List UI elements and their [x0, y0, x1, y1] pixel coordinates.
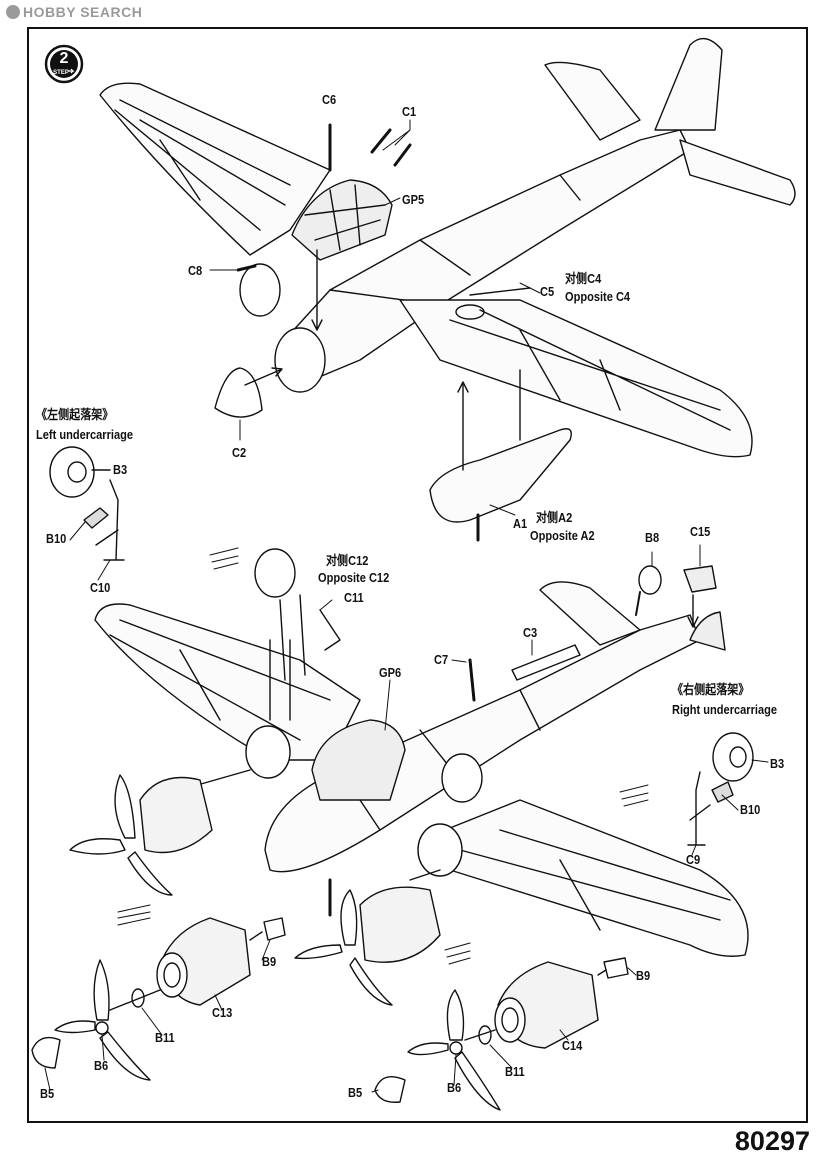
label-c1: C1: [402, 104, 417, 119]
label-c6: C6: [322, 92, 337, 107]
watermark: HOBBY SEARCH: [6, 4, 142, 20]
label-b10-right: B10: [740, 802, 761, 817]
instruction-frame: [27, 27, 808, 1123]
propeller-center-assembled: [294, 886, 441, 1006]
propeller-left-assembled: [69, 774, 213, 896]
label-b8: B8: [645, 530, 660, 545]
svg-text:2: 2: [60, 50, 69, 67]
label-c13: C13: [212, 1005, 233, 1020]
label-c8: C8: [188, 263, 203, 278]
label-c3: C3: [523, 625, 538, 640]
right-undercarriage-parts: [687, 732, 754, 846]
label-c9: C9: [686, 852, 701, 867]
svg-text:STEP: STEP: [53, 70, 69, 76]
label-a2-en: Opposite A2: [530, 528, 595, 543]
hobbysearch-logo-icon: [6, 5, 20, 19]
label-b9-left: B9: [262, 954, 277, 969]
label-c12-en: Opposite C12: [318, 570, 390, 585]
label-a2-cn: 对侧A2: [536, 510, 573, 525]
label-b11-right: B11: [505, 1064, 525, 1079]
label-c2: C2: [232, 445, 247, 460]
label-b9-right: B9: [636, 968, 651, 983]
bottom-aircraft: [94, 548, 749, 957]
left-undercarriage-parts: [49, 446, 125, 561]
label-gp5: GP5: [402, 192, 425, 207]
product-code: 80297: [734, 1126, 810, 1156]
label-c7: C7: [434, 652, 449, 667]
label-b5-right: B5: [348, 1085, 363, 1100]
nacelle-c14-exploded: [374, 957, 629, 1111]
label-right-undercarriage-en: Right undercarriage: [672, 702, 778, 717]
label-c4-en: Opposite C4: [565, 289, 631, 304]
label-gp6: GP6: [379, 665, 402, 680]
label-c12-cn: 对侧C12: [326, 553, 369, 568]
step-badge: 2 STEP: [44, 44, 84, 84]
label-b6-left: B6: [94, 1058, 109, 1073]
label-c10: C10: [90, 580, 111, 595]
label-c11: C11: [344, 590, 364, 605]
label-left-undercarriage-cn: 《左侧起落架》: [36, 407, 114, 422]
label-b3-right: B3: [770, 756, 785, 771]
label-c5: C5: [540, 284, 555, 299]
label-c15: C15: [690, 524, 711, 539]
label-c14: C14: [562, 1038, 583, 1053]
top-aircraft: [99, 37, 796, 542]
motion-marks: [117, 547, 649, 965]
nacelle-c13-exploded: [31, 917, 286, 1081]
label-b3-left: B3: [113, 462, 128, 477]
label-b11-left: B11: [155, 1030, 175, 1045]
label-left-undercarriage-en: Left undercarriage: [36, 427, 134, 442]
label-c4-cn: 对侧C4: [565, 271, 602, 286]
label-a1: A1: [513, 516, 528, 531]
leader-lines: [44, 119, 769, 1093]
label-b10-left: B10: [46, 531, 67, 546]
label-right-undercarriage-cn: 《右侧起落架》: [672, 682, 750, 697]
label-b5-left: B5: [40, 1086, 55, 1101]
label-b6-right: B6: [447, 1080, 462, 1095]
